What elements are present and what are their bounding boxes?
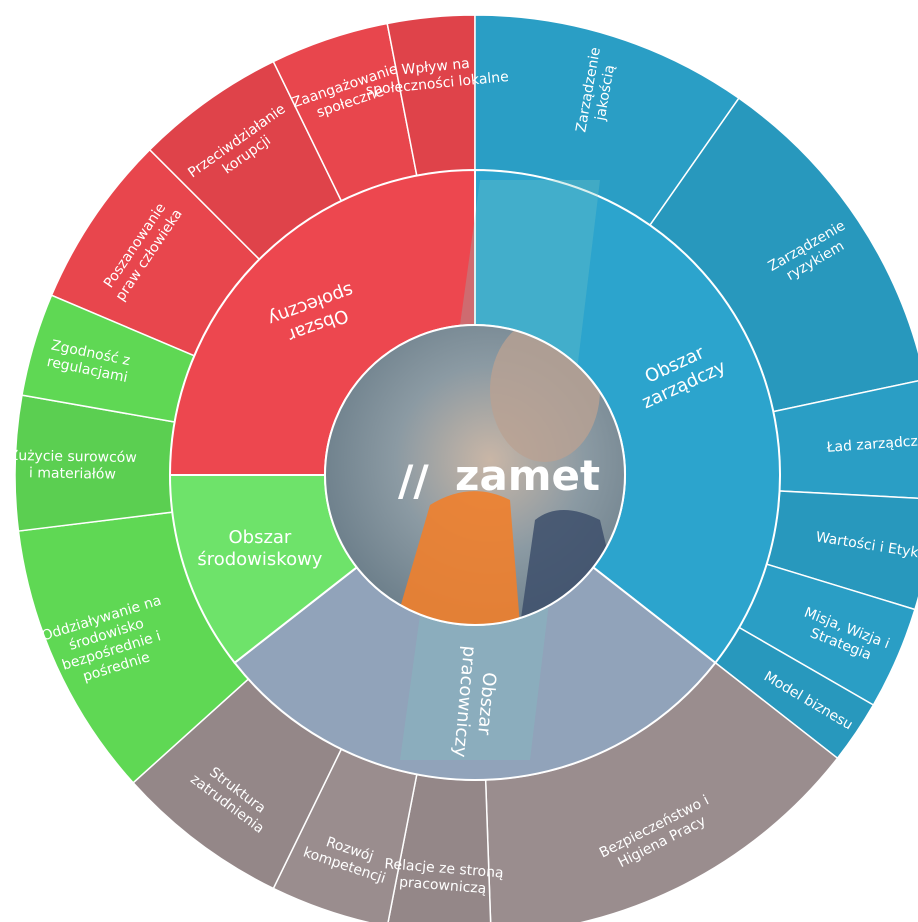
- topic-label-srodowiskowy-2-line-1: Zużycie surowców: [9, 448, 137, 466]
- inner-ring: [168, 168, 781, 781]
- safety-vest: [395, 491, 520, 625]
- area-label-srodowiskowy-line-1: Obszar: [228, 527, 291, 548]
- outer-ring: [14, 14, 918, 922]
- topic-label-srodowiskowy-2-line-2: i materiałów: [29, 465, 116, 483]
- logo-mark: //: [398, 456, 429, 505]
- area-label-srodowiskowy-line-2: środowiskowy: [197, 549, 322, 570]
- topic-label-spoleczny-4-line-1: Wpływ na: [401, 56, 471, 78]
- topic-label-zarzadczy-3: Ład zarządczy: [825, 433, 918, 456]
- topic-label-pracowniczy-2: Relacje ze stronąpracowniczą: [382, 856, 504, 898]
- topic-label-zarzadczy-3-line-1: Ład zarządczy: [825, 433, 918, 456]
- topic-label-srodowiskowy-2: Zużycie surowcówi materiałów: [8, 448, 137, 483]
- logo-text: zamet: [455, 451, 600, 500]
- zamet-logo: // zamet: [398, 451, 600, 505]
- topic-label-pracowniczy-2-line-2: pracowniczą: [398, 874, 486, 897]
